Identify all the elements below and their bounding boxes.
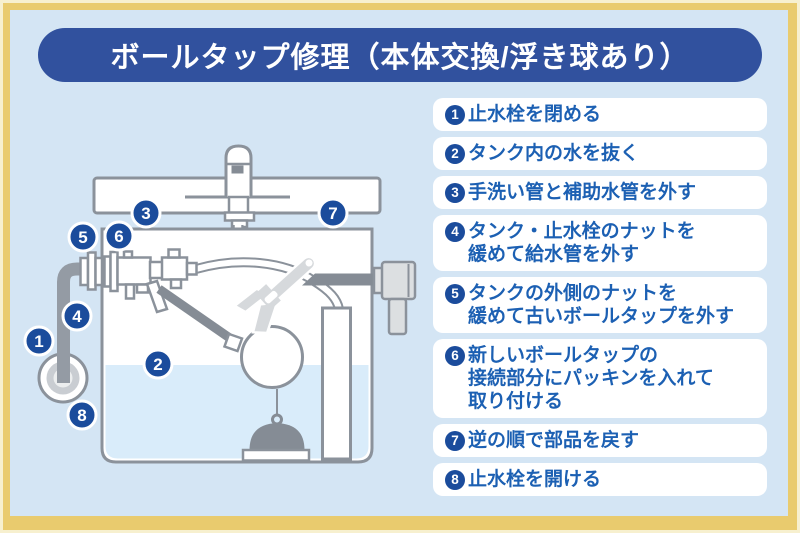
step-number-badge: 3 [445, 182, 465, 203]
step-number-badge: 8 [445, 469, 465, 490]
diagram-number-label: 1 [34, 332, 43, 351]
diagram-number-label: 2 [153, 355, 162, 374]
diagram-number-label: 8 [77, 406, 86, 425]
step-text: 逆の順で部品を戻す [468, 430, 640, 451]
toilet-tank-diagram: 1 2 3 4 5 6 7 8 [23, 144, 417, 464]
step-number-badge: 1 [445, 104, 465, 125]
diagram-badges: 1 2 3 4 5 6 7 8 [23, 197, 349, 431]
hand-wash-faucet [223, 144, 256, 229]
outlet-pipe [302, 273, 376, 286]
supply-pipe [57, 262, 86, 383]
overflow-pipe [321, 306, 352, 461]
step-number-badge: 5 [445, 283, 465, 304]
diagram-number-label: 3 [141, 204, 150, 223]
tank-water [105, 365, 369, 459]
step-text: タンク内の水を抜く [468, 143, 640, 164]
diagram-number-badge [66, 399, 98, 431]
page-title: ボールタップ修理（本体交換/浮き球あり） [110, 42, 690, 74]
diagram-number-badge [103, 220, 135, 252]
diagram-number-badge [317, 197, 349, 229]
step-text: 手洗い管と補助水管を外す [468, 182, 697, 203]
diagram-number-badge [142, 348, 174, 380]
float-ball [240, 325, 304, 389]
float-arm-nut [222, 332, 244, 353]
step-text: タンクの外側のナットを緩めて古いボールタップを外す [468, 283, 735, 327]
step-text: 止水栓を閉める [468, 104, 602, 125]
float-arm [156, 285, 237, 345]
wrench-icon [232, 255, 317, 335]
title-banner: ボールタップ修理（本体交換/浮き球あり） [38, 28, 762, 82]
diagram-number-label: 5 [78, 228, 87, 247]
step-number-badge: 4 [445, 221, 465, 242]
step-text: 新しいボールタップの接続部分にパッキンを入れて取り付ける [468, 345, 714, 412]
flush-valve-bell [241, 389, 311, 462]
step-number-badge: 6 [445, 345, 465, 366]
step-text: 止水栓を開ける [468, 469, 602, 490]
step-number-badge: 2 [445, 143, 465, 164]
refill-hose [194, 257, 344, 311]
diagram-number-badge [23, 325, 55, 357]
diagram-number-label: 7 [328, 204, 337, 223]
diagram-number-badge [130, 197, 162, 229]
step-number-badge: 7 [445, 430, 465, 451]
ball-tap-body [116, 248, 198, 314]
diagram-number-badge [61, 300, 93, 332]
diagram-number-badge [67, 221, 99, 253]
supply-nut-outer [79, 251, 104, 291]
diagram-number-label: 6 [114, 227, 123, 246]
outlet-fitting [372, 260, 417, 336]
supply-nut-inner [103, 250, 119, 293]
diagram-number-label: 4 [72, 307, 82, 326]
step-text: タンク・止水栓のナットを緩めて給水管を外す [468, 221, 696, 265]
